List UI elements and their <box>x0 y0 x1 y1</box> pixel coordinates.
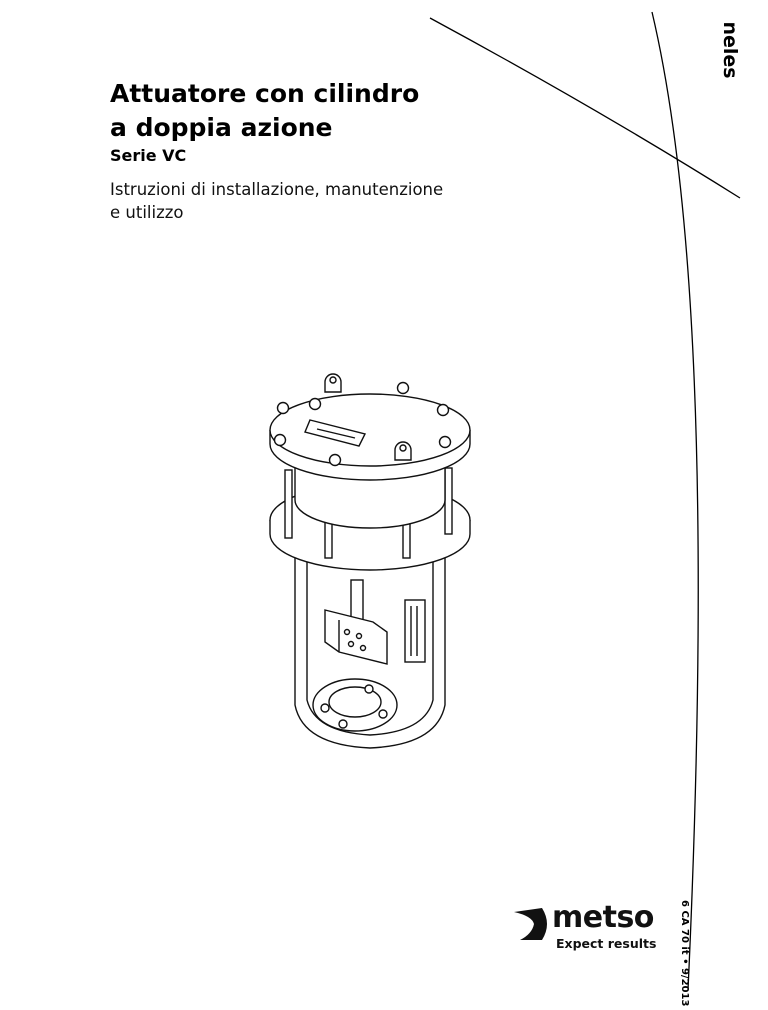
subtitle-line-1: Istruzioni di installazione, manutenzion… <box>110 180 444 199</box>
brand-neles: neles <box>719 21 741 79</box>
piston-stem <box>350 579 364 621</box>
metso-mark-icon <box>514 908 547 940</box>
title-line-1: Attuatore con cilindro <box>110 79 420 108</box>
document-title: Attuatore con cilindro a doppia azione <box>110 77 530 145</box>
tie-rod <box>284 469 293 539</box>
lifting-eyes <box>324 373 412 461</box>
top-cover <box>269 393 471 467</box>
subtitle-line-2: e utilizzo <box>110 203 184 222</box>
sweep-curve-vertical <box>651 11 699 991</box>
document-subtitle: Istruzioni di installazione, manutenzion… <box>110 178 530 224</box>
title-line-2: a doppia azione <box>110 113 333 142</box>
yoke-side-plate <box>404 599 426 663</box>
metso-logo: metso Expect results <box>512 900 662 960</box>
logo-tagline: Expect results <box>556 936 657 951</box>
logo-wordmark: metso <box>552 900 654 935</box>
series-label: Serie VC <box>110 146 187 165</box>
cover-bolts <box>273 381 452 467</box>
actuator-illustration <box>269 373 471 749</box>
sweep-curve-diagonal <box>429 17 741 199</box>
